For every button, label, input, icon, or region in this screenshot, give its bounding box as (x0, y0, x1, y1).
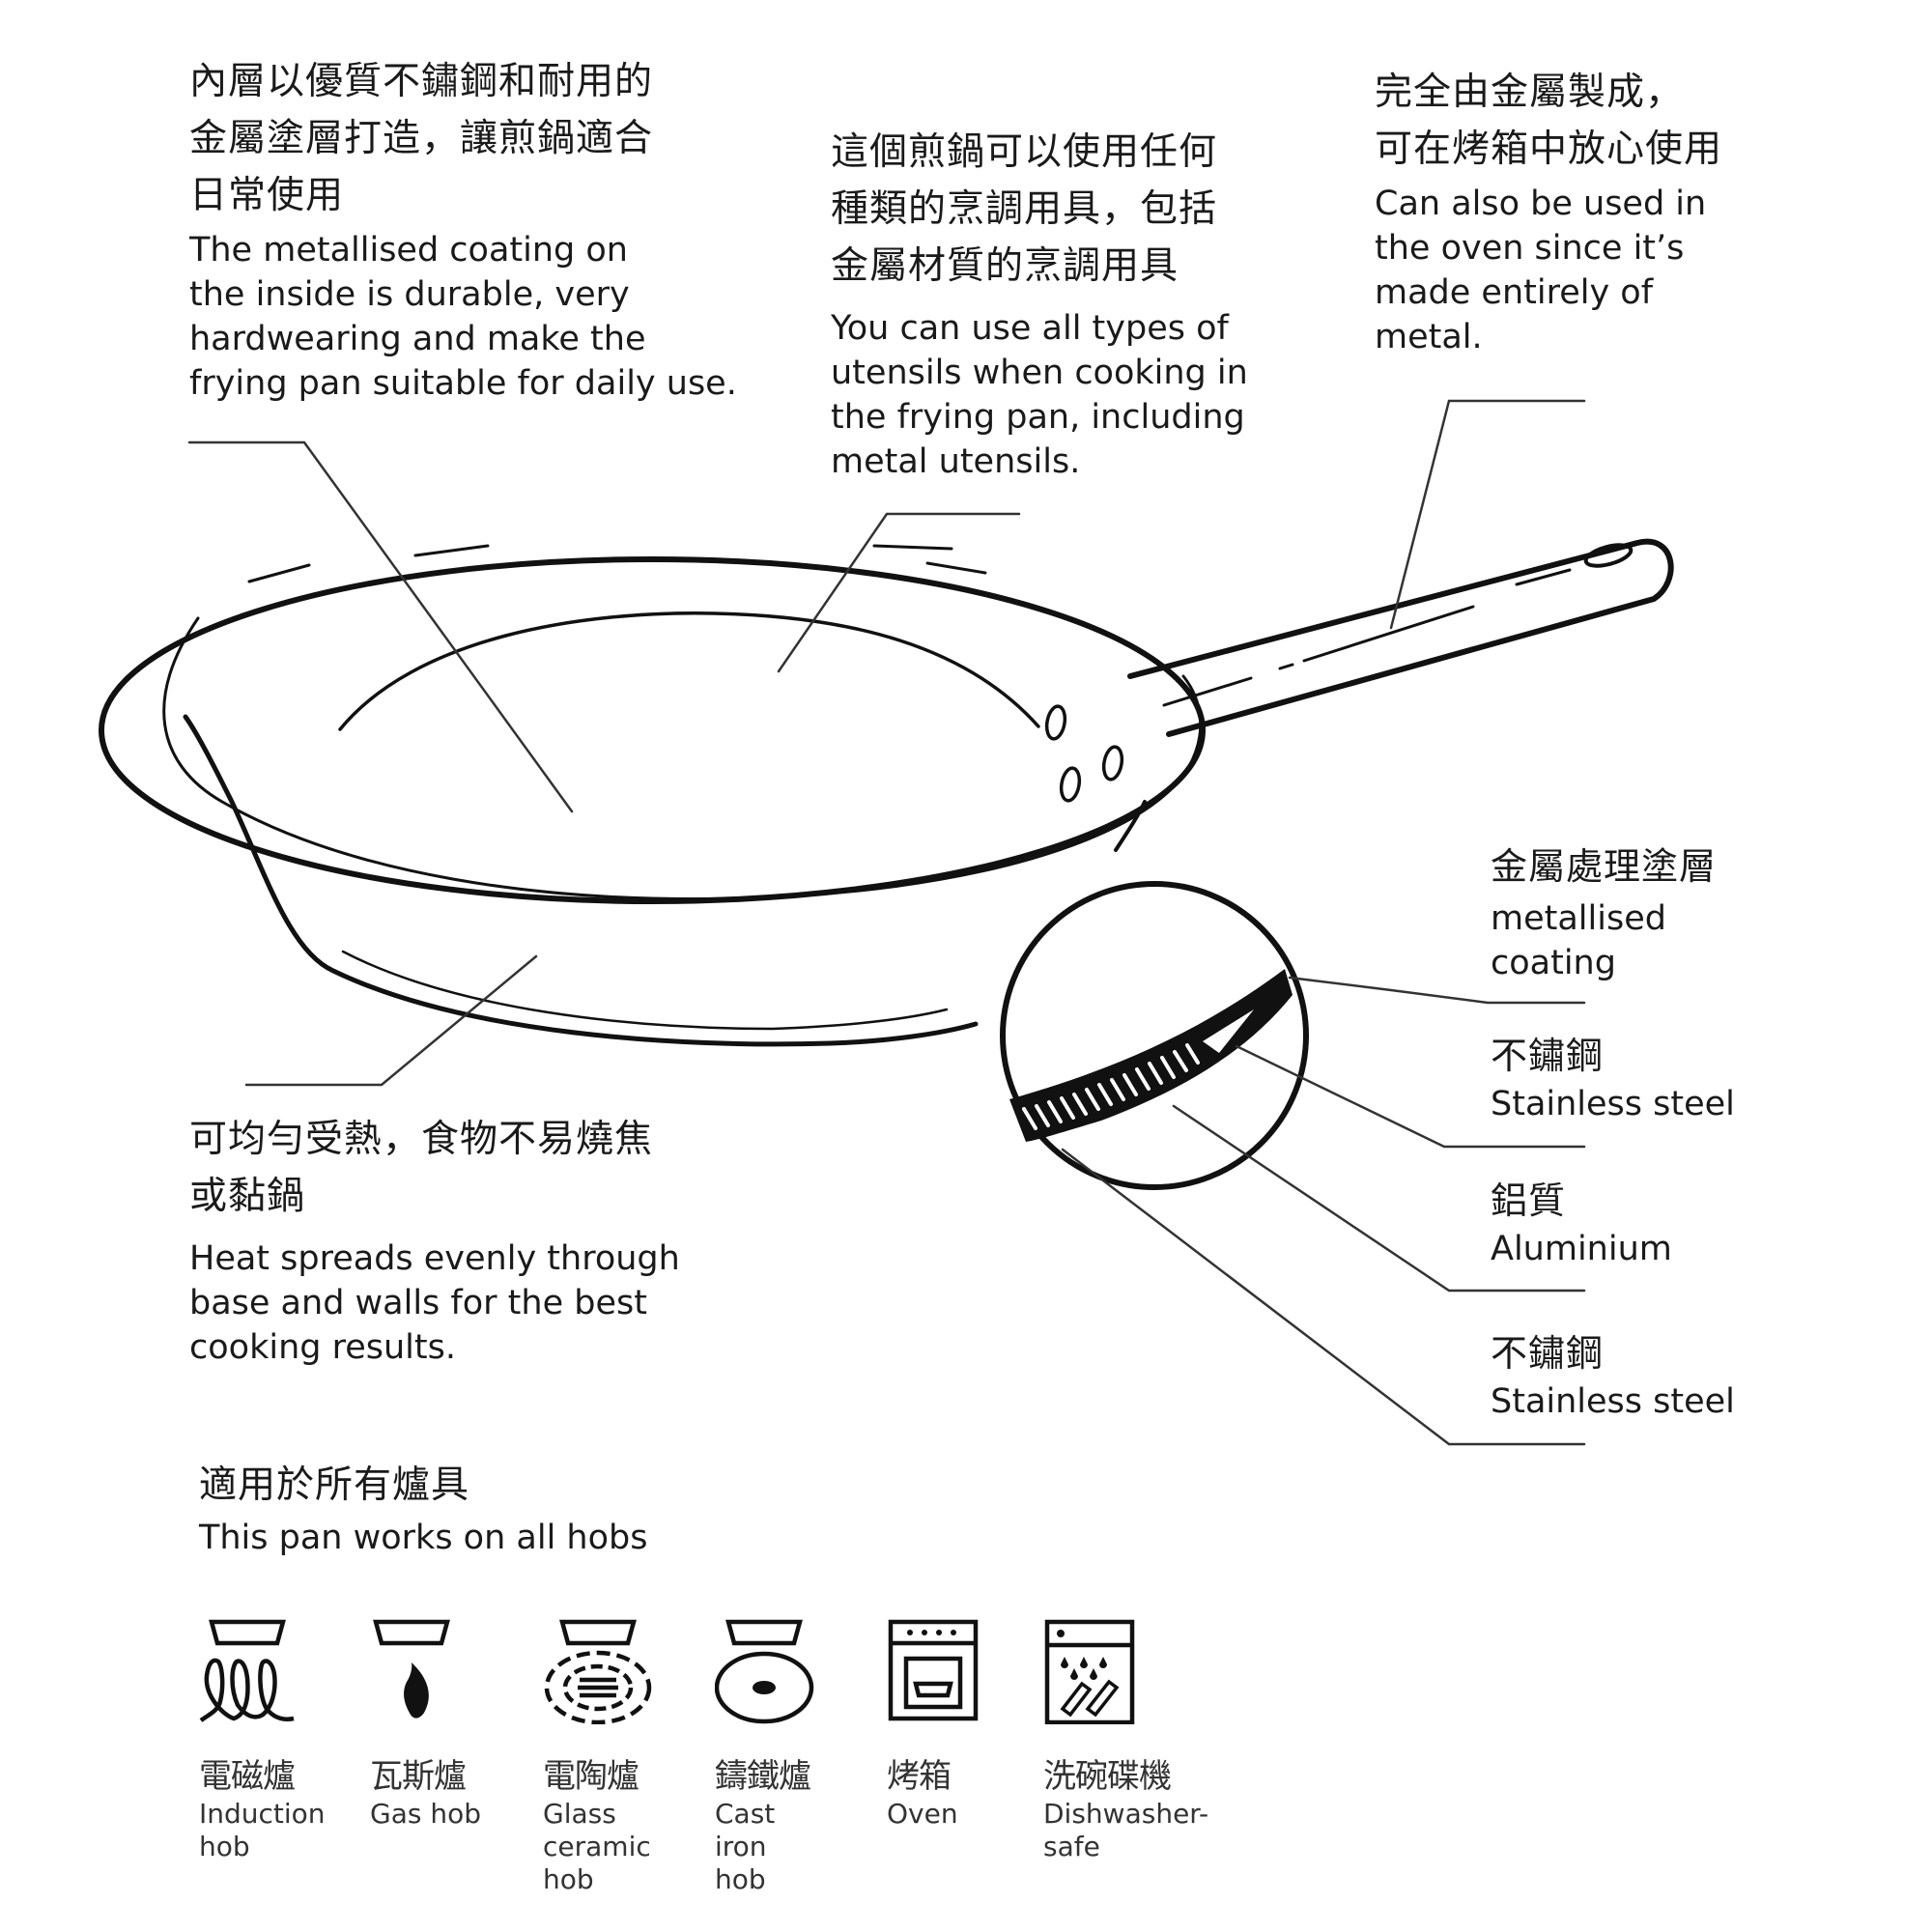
layer-label-metallised-coating: 金屬處理塗層 metallised coating (1491, 845, 1718, 982)
callout-inner-coating: 內層以優質不鏽鋼和耐用的 金屬塗層打造，讓煎鍋適合 日常使用 The metal… (189, 53, 737, 406)
oven-icon (888, 1619, 979, 1721)
glass-ceramic-hob-icon (544, 1619, 652, 1725)
hob-item-oven: 烤箱 Oven (887, 1618, 1003, 1831)
callout-utensils-en: You can use all types of utensils when c… (831, 309, 1248, 481)
hob-item-gas: 瓦斯爐 Gas hob (370, 1618, 486, 1831)
hobs-section-header: 適用於所有爐具 This pan works on all hobs (199, 1457, 647, 1560)
pan-body (99, 544, 1206, 1047)
callout-utensils: 這個煎鍋可以使用任何 種類的烹調用具，包括 金屬材質的烹調用具 You can … (831, 124, 1248, 484)
induction-hob-icon (199, 1619, 295, 1722)
callout-oven-safe: 完全由金屬製成， 可在烤箱中放心使用 Can also be used in t… (1375, 64, 1722, 359)
layer-label-stainless-steel-top: 不鏽鋼 Stainless steel (1491, 1035, 1735, 1123)
dishwasher-icon (1044, 1619, 1135, 1725)
leader-lines (187, 399, 1586, 1087)
pan-handle (1127, 538, 1674, 737)
callout-oven-safe-cn: 完全由金屬製成， 可在烤箱中放心使用 (1375, 71, 1723, 171)
gas-hob-icon (373, 1619, 450, 1719)
callout-heat-spread: 可均勻受熱，食物不易燒焦 或黏鍋 Heat spreads evenly thr… (189, 1111, 680, 1370)
layer-label-aluminium: 鋁質 Aluminium (1491, 1179, 1672, 1268)
cast-iron-hob-icon (714, 1619, 814, 1724)
cross-section-detail (1000, 881, 1586, 1446)
hob-item-induction: 電磁爐 Induction hob (199, 1618, 326, 1863)
callout-oven-safe-en: Can also be used in the oven since it’s … (1375, 185, 1707, 356)
hob-item-dishwasher: 洗碗碟機 Dishwasher- safe (1043, 1618, 1208, 1863)
callout-heat-spread-en: Heat spreads evenly through base and wal… (189, 1239, 680, 1367)
hobs-title-en: This pan works on all hobs (199, 1519, 648, 1557)
callout-heat-spread-cn: 可均勻受熱，食物不易燒焦 或黏鍋 (189, 1118, 654, 1218)
callout-utensils-cn: 這個煎鍋可以使用任何 種類的烹調用具，包括 金屬材質的烹調用具 (831, 130, 1218, 288)
hob-item-glass-ceramic: 電陶爐 Glass ceramic hob (543, 1618, 659, 1896)
callout-inner-coating-cn: 內層以優質不鏽鋼和耐用的 金屬塗層打造，讓煎鍋適合 日常使用 (189, 60, 654, 217)
hobs-title-cn: 適用於所有爐具 (199, 1463, 470, 1507)
callout-inner-coating-en: The metallised coating on the inside is … (189, 231, 737, 403)
hob-item-cast-iron: 鑄鐵爐 Cast iron hob (714, 1618, 831, 1896)
layer-label-stainless-steel-bottom: 不鏽鋼 Stainless steel (1491, 1332, 1735, 1421)
